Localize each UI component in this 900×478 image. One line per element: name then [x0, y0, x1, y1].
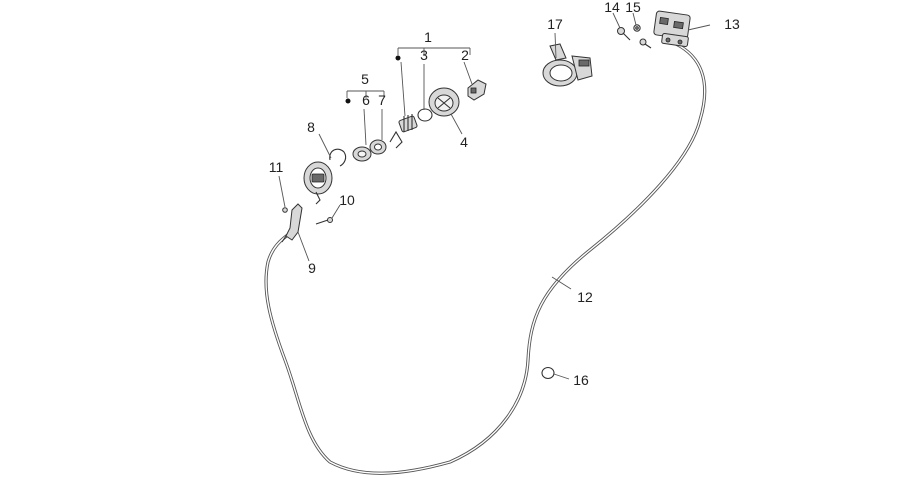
- lever-bracket-part[interactable]: [281, 203, 303, 243]
- lock-body-part[interactable]: [428, 87, 460, 117]
- callout-15: 15: [625, 0, 641, 15]
- nut-part[interactable]: [369, 139, 387, 155]
- callout-7: 7: [378, 92, 386, 108]
- callout-13: 13: [724, 16, 740, 32]
- callout-6: 6: [362, 92, 370, 108]
- retaining-clip-part[interactable]: [329, 148, 347, 167]
- callout-11: 11: [269, 159, 284, 175]
- callout-14: 14: [604, 0, 620, 15]
- group-bracket-1: [395, 47, 471, 61]
- pin-part[interactable]: [282, 207, 288, 213]
- lock-cylinder-part[interactable]: [398, 114, 418, 133]
- latch-plate-part[interactable]: [653, 10, 691, 48]
- callout-5: 5: [361, 71, 369, 87]
- cap-part[interactable]: [352, 146, 372, 162]
- lock-housing-part[interactable]: [303, 161, 333, 205]
- callout-12: 12: [577, 289, 593, 305]
- callout-labels: 1 2 3 4 5 6 7 8 9 10 11 12 13 14 15 16 1…: [269, 0, 740, 388]
- callout-4: 4: [460, 134, 468, 150]
- release-cable[interactable]: [264, 42, 707, 475]
- clamp-bracket-part[interactable]: [542, 43, 593, 87]
- callout-9: 9: [308, 260, 316, 276]
- callout-1: 1: [424, 29, 432, 45]
- washer-part[interactable]: [633, 24, 641, 32]
- callout-2: 2: [461, 47, 469, 63]
- leader-lines: [278, 12, 711, 380]
- o-ring-part[interactable]: [417, 108, 433, 122]
- cable-clip-part[interactable]: [541, 366, 555, 380]
- callout-3: 3: [420, 47, 428, 63]
- callout-16: 16: [573, 372, 589, 388]
- group-bracket-5: [345, 90, 385, 104]
- callout-8: 8: [307, 119, 315, 135]
- callout-10: 10: [339, 192, 355, 208]
- callout-17: 17: [547, 16, 563, 32]
- lock-latch-part[interactable]: [467, 79, 487, 101]
- bolt-part[interactable]: [315, 217, 333, 225]
- spring-part[interactable]: [389, 130, 403, 149]
- screw-part[interactable]: [617, 27, 652, 49]
